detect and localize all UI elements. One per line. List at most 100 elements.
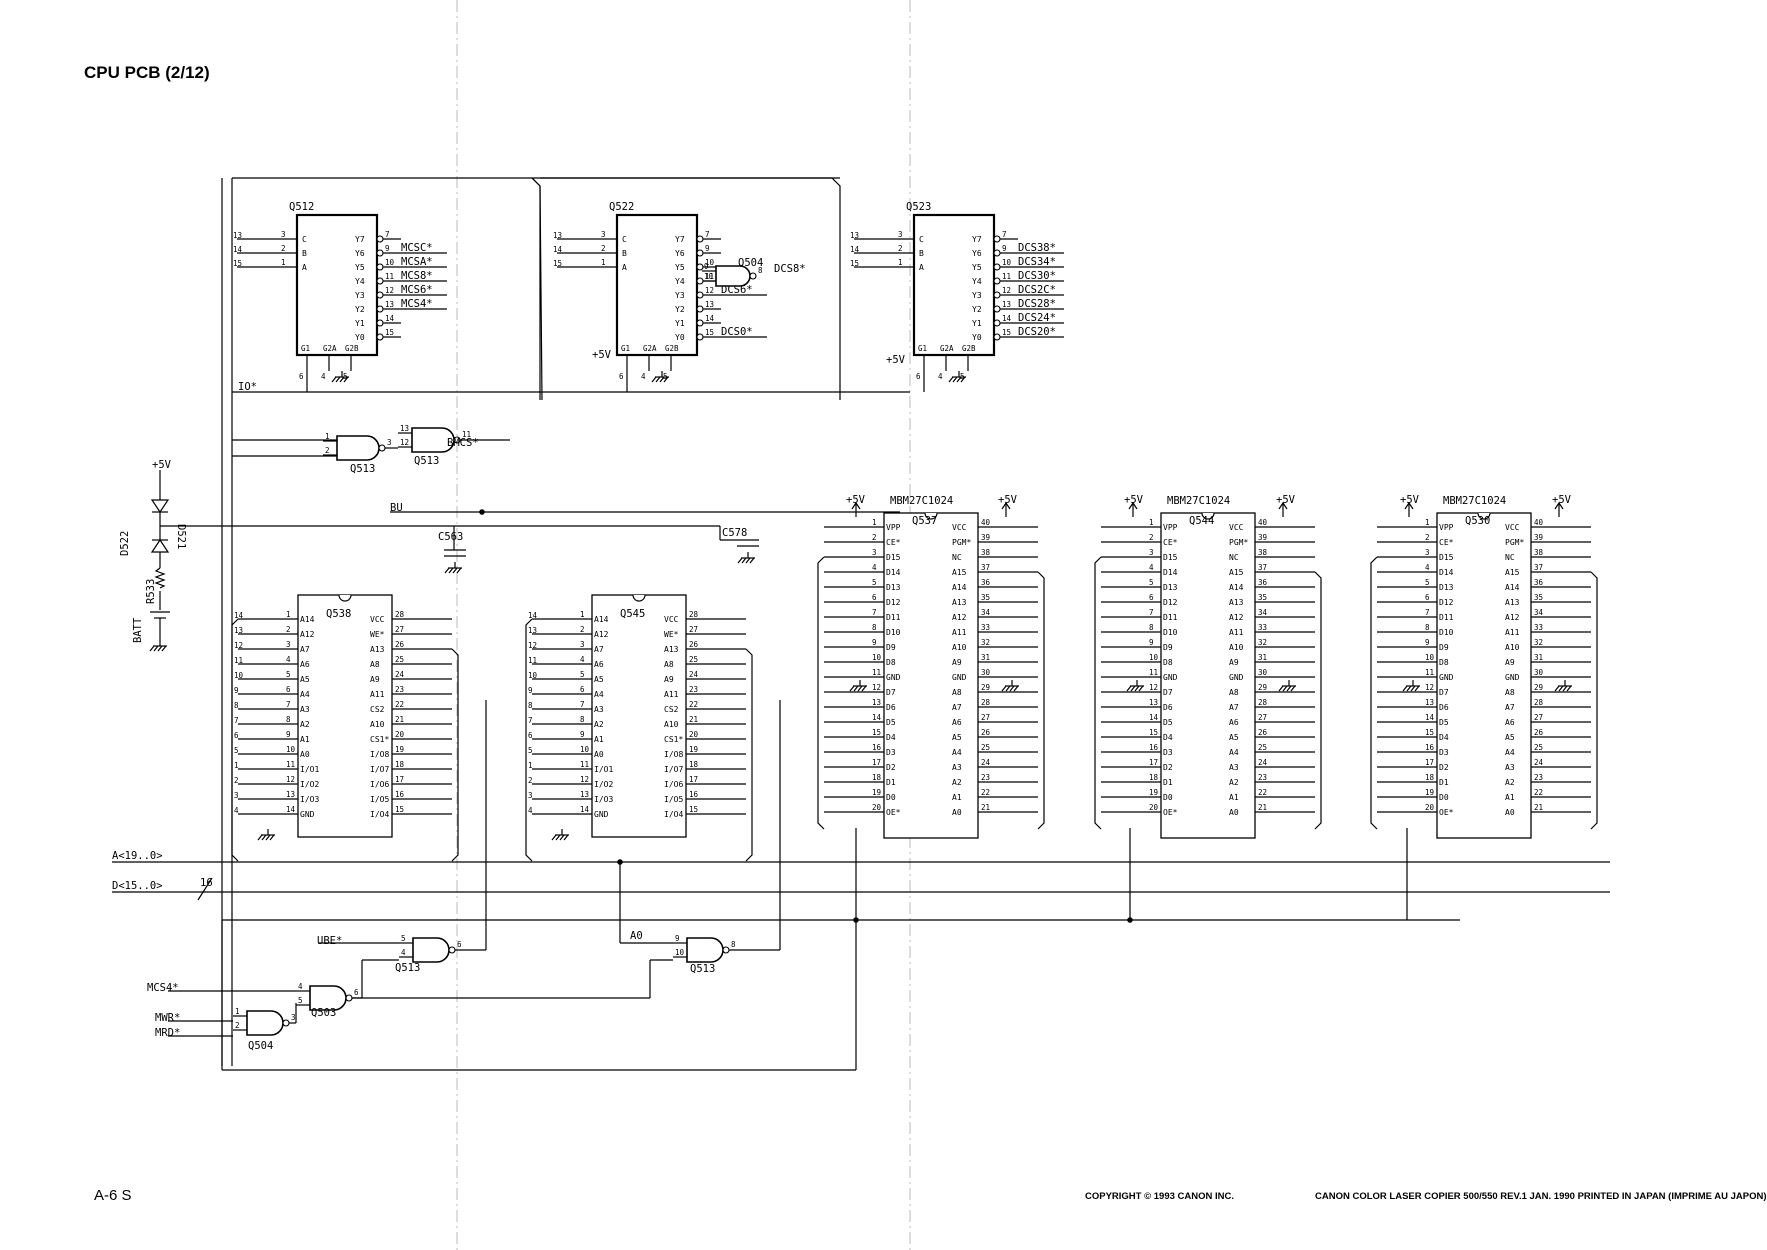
ground-symbol xyxy=(948,371,966,383)
decoder-out-pin: 14 xyxy=(385,314,395,323)
bus-index: 13 xyxy=(234,626,243,635)
eprom-right-label: A12 xyxy=(1229,613,1244,622)
decoder-output-signal: MCSA* xyxy=(401,256,433,268)
eprom-right-pin: 39 xyxy=(1534,533,1543,542)
sram-right-label: I/O8 xyxy=(664,750,683,759)
eprom-left-label: D8 xyxy=(1163,658,1173,667)
eprom-right-pin: 36 xyxy=(1534,578,1544,587)
eprom-left-pin: 2 xyxy=(1149,533,1154,542)
eprom-right-pin: 33 xyxy=(1534,623,1543,632)
eprom-left-label: D7 xyxy=(886,688,896,697)
gate-out-pin: 3 xyxy=(387,438,392,447)
sram-notch xyxy=(632,594,646,602)
eprom-notch xyxy=(1477,512,1491,520)
bus-index: 11 xyxy=(234,656,243,665)
sram-right-label: A10 xyxy=(664,720,679,729)
sram-right-label: WE* xyxy=(664,630,679,639)
vcc-arrow xyxy=(1001,501,1011,517)
sram-left-label: A3 xyxy=(300,705,310,714)
data-bus-label: D<15..0> xyxy=(112,880,163,892)
ground-symbol xyxy=(257,829,275,841)
inversion-bubble xyxy=(722,946,730,954)
eprom-left-pin: 20 xyxy=(1425,803,1435,812)
gate-in-pin: 13 xyxy=(400,424,409,433)
copyright-note: COPYRIGHT © 1993 CANON INC. xyxy=(1085,1191,1234,1202)
bus-index: 14 xyxy=(850,245,860,254)
vcc-arrow xyxy=(1278,501,1288,517)
sram-right-label: A13 xyxy=(664,645,679,654)
eprom-left-pin: 7 xyxy=(1149,608,1154,617)
eprom-left-pin: 13 xyxy=(1425,698,1434,707)
sram-right-label: A8 xyxy=(664,660,674,669)
eprom-ref: Q537 xyxy=(912,515,937,527)
eprom-right-label: A3 xyxy=(1505,763,1515,772)
eprom-left-label: CE* xyxy=(886,538,901,547)
bus-index: 13 xyxy=(528,626,537,635)
eprom-right-label: A3 xyxy=(1229,763,1239,772)
decoder-output-signal: DCS20* xyxy=(1018,326,1056,338)
sram-q538: Q538A14114A12213A7312A6411A5510A469A378A… xyxy=(234,594,405,838)
eprom-right-label: A5 xyxy=(1229,733,1239,742)
decoder-out-pin: 11 xyxy=(1002,272,1011,281)
sram-left-label: A1 xyxy=(594,735,604,744)
sram-left-label: A6 xyxy=(594,660,604,669)
eprom-left-label: D8 xyxy=(1439,658,1449,667)
r533-ref: R533 xyxy=(145,579,157,604)
eprom-left-pin: 18 xyxy=(1425,773,1435,782)
eprom-left-pin: 18 xyxy=(1149,773,1159,782)
eprom-right-label: GND xyxy=(952,673,967,682)
decoder-output-signal: MCS8* xyxy=(401,270,433,282)
bus-index: 6 xyxy=(234,731,239,740)
sram-right-pin: 21 xyxy=(395,715,404,724)
inversion-bubble xyxy=(376,249,384,257)
q513-ref-a: Q513 xyxy=(350,463,375,475)
a0-label: A0 xyxy=(630,930,643,942)
bus-index: 1 xyxy=(528,761,533,770)
vcc-arrow xyxy=(1404,501,1414,517)
gate-body xyxy=(246,1010,284,1036)
bus-index: 7 xyxy=(528,716,533,725)
eprom-left-label: D3 xyxy=(886,748,896,757)
sram-left-pin: 6 xyxy=(286,685,291,694)
decoder-out-label: Y1 xyxy=(972,319,982,328)
sram-left-label: I/O1 xyxy=(594,765,613,774)
sram-right-pin: 23 xyxy=(395,685,404,694)
sram-left-pin: 13 xyxy=(286,790,295,799)
eprom-right-label: A14 xyxy=(1505,583,1520,592)
eprom-right-label: A11 xyxy=(1229,628,1244,637)
bus-index: 13 xyxy=(553,231,562,240)
decoder-in-label: A xyxy=(622,263,627,272)
decoder-in-label: C xyxy=(302,235,307,244)
eprom-right-pin: 28 xyxy=(981,698,991,707)
eprom-left-pin: 14 xyxy=(872,713,882,722)
eprom-left-pin: 15 xyxy=(1149,728,1158,737)
decoder-out-pin: 15 xyxy=(385,328,394,337)
eprom-left-pin: 10 xyxy=(1149,653,1159,662)
sram-left-pin: 9 xyxy=(580,730,585,739)
eprom-left-label: D8 xyxy=(886,658,896,667)
q513-ref-d: Q513 xyxy=(690,963,715,975)
eprom-left-pin: 7 xyxy=(1425,608,1430,617)
decoder-out-pin: 14 xyxy=(705,314,715,323)
sram-right-pin: 21 xyxy=(689,715,698,724)
eprom-right-label: VCC xyxy=(1229,523,1244,532)
eprom-notch xyxy=(924,512,938,520)
eprom-left-label: D5 xyxy=(886,718,896,727)
eprom-right-label: A4 xyxy=(1229,748,1239,757)
eprom-left-label: OE* xyxy=(1163,808,1178,817)
gate-in-pin: 9 xyxy=(675,934,680,943)
vcc-arrow xyxy=(851,501,861,517)
decoder-out-pin: 10 xyxy=(385,258,395,267)
eprom-left-pin: 15 xyxy=(872,728,881,737)
eprom-left-label: OE* xyxy=(886,808,901,817)
sram-left-pin: 8 xyxy=(286,715,291,724)
eprom-right-pin: 38 xyxy=(981,548,991,557)
eprom-left-label: D6 xyxy=(1163,703,1173,712)
eprom-notch xyxy=(1201,512,1215,520)
inversion-bubble xyxy=(345,994,353,1002)
inversion-bubble xyxy=(376,319,384,327)
gate-out-pin: 3 xyxy=(291,1013,296,1022)
eprom-right-pin: 27 xyxy=(981,713,990,722)
eprom-left-label: D11 xyxy=(886,613,901,622)
eprom-right-label: A4 xyxy=(1505,748,1515,757)
